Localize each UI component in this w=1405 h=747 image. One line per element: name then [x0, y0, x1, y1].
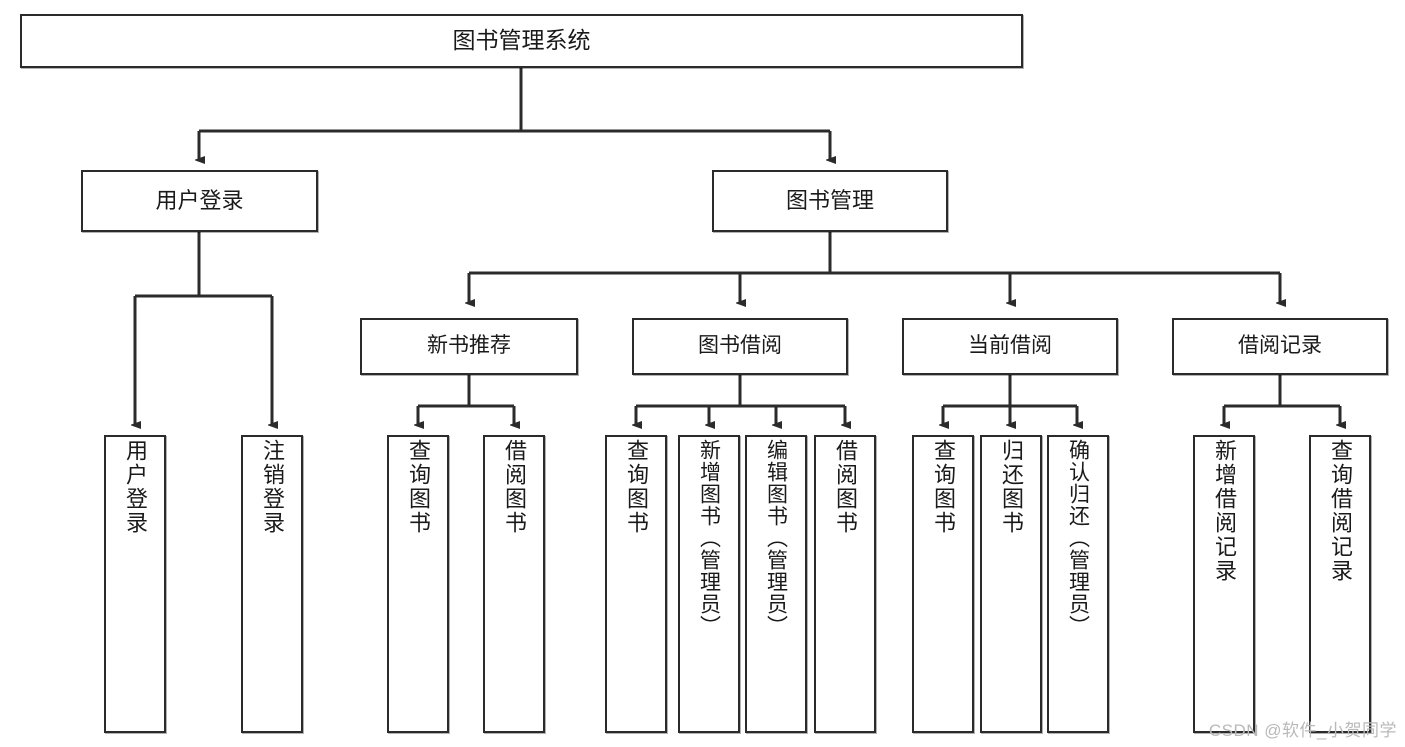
leaf-user-login-login-label: 用户登录 [123, 439, 148, 535]
node-root-label: 图书管理系统 [452, 27, 591, 54]
leaf-current-borrow-query-label: 查询图书 [931, 439, 956, 535]
leaf-borrow-record-add[interactable]: 新增借阅记录 [1193, 435, 1255, 733]
leaf-new-book-query-label: 查询图书 [406, 439, 431, 535]
node-current-borrow[interactable]: 当前借阅 [902, 318, 1118, 375]
leaf-borrow-record-query-label: 查询借阅记录 [1328, 439, 1353, 583]
node-borrow-record[interactable]: 借阅记录 [1172, 318, 1388, 375]
leaf-book-borrow-borrow[interactable]: 借阅图书 [814, 435, 876, 733]
node-current-borrow-label: 当前借阅 [968, 334, 1052, 358]
node-book-management[interactable]: 图书管理 [712, 170, 948, 232]
node-user-login-label: 用户登录 [155, 188, 244, 214]
leaf-book-borrow-query[interactable]: 查询图书 [605, 435, 667, 733]
node-new-book-recommend[interactable]: 新书推荐 [360, 318, 578, 375]
leaf-current-borrow-return-label: 归还图书 [999, 439, 1024, 535]
leaf-current-borrow-return[interactable]: 归还图书 [980, 435, 1042, 733]
leaf-current-borrow-confirm-return-label: 确认归还（管理员） [1066, 439, 1090, 637]
leaf-book-borrow-add[interactable]: 新增图书（管理员） [678, 435, 740, 733]
leaf-new-book-borrow-label: 借阅图书 [502, 439, 527, 535]
leaf-book-borrow-edit[interactable]: 编辑图书（管理员） [745, 435, 807, 733]
node-root[interactable]: 图书管理系统 [20, 14, 1023, 68]
leaf-user-login-logout[interactable]: 注销登录 [241, 435, 303, 733]
leaf-current-borrow-confirm-return[interactable]: 确认归还（管理员） [1047, 435, 1109, 733]
leaf-book-borrow-edit-label: 编辑图书（管理员） [764, 439, 788, 637]
leaf-borrow-record-add-label: 新增借阅记录 [1212, 439, 1237, 583]
node-new-book-recommend-label: 新书推荐 [427, 334, 511, 358]
leaf-user-login-login[interactable]: 用户登录 [104, 435, 166, 733]
node-borrow-record-label: 借阅记录 [1238, 334, 1322, 358]
leaf-new-book-borrow[interactable]: 借阅图书 [483, 435, 545, 733]
node-book-borrow-label: 图书借阅 [698, 334, 782, 358]
leaf-book-borrow-add-label: 新增图书（管理员） [697, 439, 721, 637]
leaf-user-login-logout-label: 注销登录 [260, 439, 285, 535]
watermark: CSDN @软件_小贺同学 [1208, 721, 1397, 740]
node-book-management-label: 图书管理 [785, 188, 874, 214]
node-user-login[interactable]: 用户登录 [81, 170, 318, 232]
leaf-current-borrow-query[interactable]: 查询图书 [912, 435, 974, 733]
leaf-borrow-record-query[interactable]: 查询借阅记录 [1309, 435, 1371, 733]
leaf-book-borrow-borrow-label: 借阅图书 [833, 439, 858, 535]
node-book-borrow[interactable]: 图书借阅 [632, 318, 848, 375]
leaf-book-borrow-query-label: 查询图书 [624, 439, 649, 535]
leaf-new-book-query[interactable]: 查询图书 [387, 435, 449, 733]
